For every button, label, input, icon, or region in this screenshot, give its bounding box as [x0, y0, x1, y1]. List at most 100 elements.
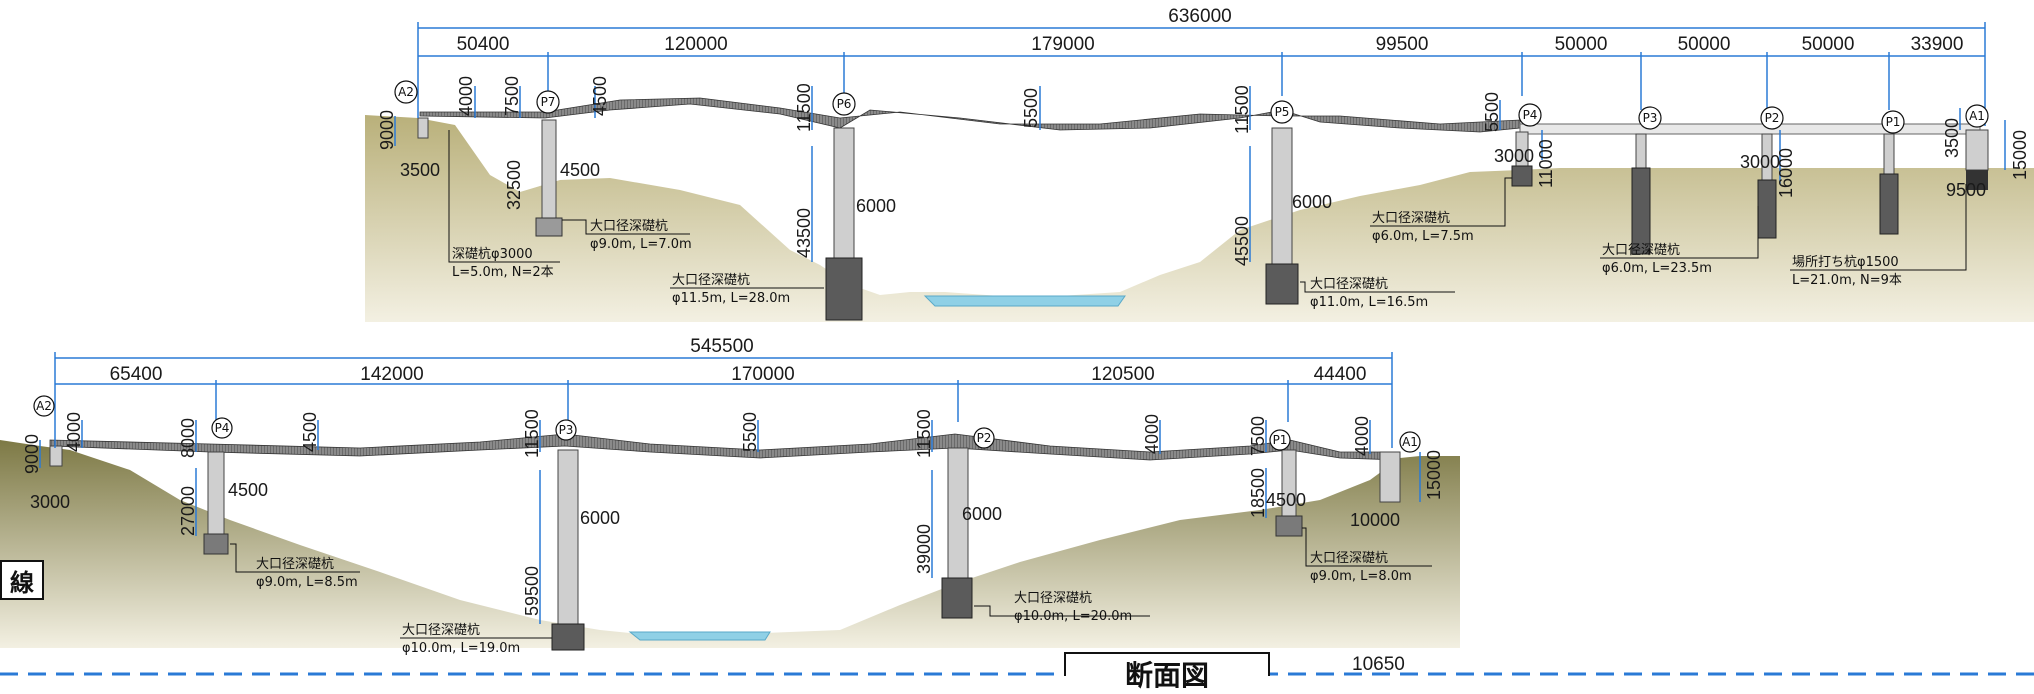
upper-support-label-p6: P6 [837, 97, 852, 111]
upper-found-p7-spec: φ9.0m, L=7.0m [590, 237, 692, 252]
lower-river [628, 631, 771, 641]
lower-dim-p1-top: 7500 [1248, 416, 1268, 456]
upper-found-p2-type: 大口径深礎杭 [1602, 243, 1680, 258]
lower-dim-a2-height: 9000 [22, 434, 42, 474]
lower-found-p2-spec: φ10.0m, L=20.0m [1014, 609, 1132, 624]
upper-dim-p5-height: 45500 [1232, 216, 1252, 266]
upper-dim-p6-height: 43500 [794, 208, 814, 258]
lower-dim-p2-width: 6000 [962, 504, 1002, 524]
upper-span-6: 50000 [1678, 34, 1731, 55]
upper-girder [419, 97, 1521, 133]
upper-pier-p7-footing [535, 217, 563, 237]
upper-abutment-a1 [1965, 129, 1989, 171]
lower-dim-p4-girder: 4000 [64, 412, 84, 452]
upper-found-p7-type: 大口径深礎杭 [590, 219, 668, 234]
upper-dim-a1-height: 15000 [2010, 130, 2030, 180]
upper-pier-p1-footing [1879, 173, 1899, 235]
lower-found-p3-spec: φ10.0m, L=19.0m [402, 641, 520, 656]
upper-dim-p4-height: 11000 [1536, 139, 1556, 188]
upper-pier-p5 [1271, 127, 1293, 265]
upper-support-markers [394, 80, 1989, 134]
lower-dimension-lines [54, 352, 1393, 448]
lower-dim-mid-span: 5500 [740, 412, 760, 452]
upper-span-8: 33900 [1911, 34, 1964, 55]
lower-found-p3-type: 大口径深礎杭 [402, 623, 480, 638]
lower-found-p1-spec: φ9.0m, L=8.0m [1310, 569, 1412, 584]
bottom-dimension: 10650 [1352, 654, 1405, 675]
upper-support-label-p7: P7 [541, 95, 556, 109]
upper-support-label-p5: P5 [1275, 105, 1290, 119]
lower-found-p2-type: 大口径深礎杭 [1014, 591, 1092, 606]
upper-pier-p4-footing [1511, 165, 1533, 187]
lower-dim-p4-width: 4500 [228, 480, 268, 500]
bridge-elevation-drawing: A2 P7 P6 P5 P4 P3 P2 P1 A1 636000 50400 … [0, 6, 2034, 676]
upper-found-p6-type: 大口径深礎杭 [672, 273, 750, 288]
upper-dim-a1-top: 3500 [1942, 118, 1962, 158]
upper-found-p4-spec: φ6.0m, L=7.5m [1372, 229, 1474, 244]
upper-found-p6-spec: φ11.5m, L=28.0m [672, 291, 790, 306]
upper-found-a1-spec: L=21.0m, N=9本 [1792, 273, 1902, 288]
upper-dimension-lines [417, 22, 1986, 126]
lower-dim-p1-height: 18500 [1248, 468, 1268, 518]
lower-dim-p3-height: 59500 [522, 566, 542, 616]
upper-pier-p3-footing [1631, 167, 1651, 255]
lower-support-label-a2: A2 [36, 399, 52, 413]
upper-dim-p7-after: 4500 [590, 76, 610, 116]
upper-found-a2-spec: L=5.0m, N=2本 [452, 265, 554, 280]
upper-span-7: 50000 [1802, 34, 1855, 55]
lower-pier-a2 [49, 445, 63, 467]
upper-support-label-p1: P1 [1886, 115, 1901, 129]
upper-dim-p7-top: 7500 [502, 76, 522, 116]
lower-pier-p1-footing [1275, 515, 1303, 537]
upper-found-a1-type: 場所打ち杭φ1500 [1792, 255, 1899, 270]
upper-dim-p7-height: 32500 [504, 160, 524, 210]
upper-total-span: 636000 [1168, 6, 1231, 27]
lower-span-1: 65400 [110, 364, 163, 385]
lower-support-label-p1: P1 [1273, 433, 1288, 447]
lower-dim-p2-after: 4000 [1142, 414, 1162, 454]
section-label-box: 断面図 [1064, 652, 1270, 692]
lower-dim-p4-after: 4500 [300, 412, 320, 452]
lower-dim-a1-top: 4000 [1352, 416, 1372, 456]
left-label-box: 線 [0, 560, 44, 600]
lower-dim-p1-width: 4500 [1266, 490, 1306, 510]
upper-ground [365, 115, 2034, 322]
upper-span-5: 50000 [1555, 34, 1608, 55]
upper-dim-p4-top: 5500 [1482, 92, 1502, 132]
lower-dim-a2-width: 3000 [30, 492, 70, 512]
upper-dim-mid-span: 5500 [1021, 88, 1041, 128]
lower-support-label-p4: P4 [215, 421, 230, 435]
lower-dim-p4-top: 8000 [178, 418, 198, 458]
upper-pier-p5-footing [1265, 263, 1299, 305]
upper-steel-girder [1519, 123, 1981, 135]
upper-found-p4-type: 大口径深礎杭 [1372, 211, 1450, 226]
lower-pier-p2-footing [941, 577, 973, 619]
upper-support-label-a1: A1 [1969, 109, 1985, 123]
lower-pier-p3-footing [551, 623, 585, 651]
lower-dim-a1-width: 10000 [1350, 510, 1400, 530]
lower-dim-p4-height: 27000 [178, 486, 198, 536]
lower-span-2: 142000 [360, 364, 423, 385]
upper-pier-p6-footing [825, 257, 863, 321]
upper-pier-p6 [833, 127, 855, 259]
upper-pier-p3 [1635, 133, 1647, 169]
upper-dim-p2-height: 16000 [1776, 148, 1796, 198]
upper-pier-a2 [417, 117, 429, 139]
lower-span-4: 120500 [1091, 364, 1154, 385]
lower-bridge: A2 P4 P3 P2 P1 A1 545500 65400 142000 17… [0, 336, 1460, 656]
lower-dim-p2-top: 11500 [914, 409, 934, 458]
upper-span-4: 99500 [1376, 34, 1429, 55]
upper-support-label-p3: P3 [1643, 111, 1658, 125]
upper-vertical-dims [394, 86, 2006, 262]
lower-ground [0, 440, 1460, 648]
upper-pier-p7 [541, 119, 557, 219]
upper-support-label-a2: A2 [398, 85, 414, 99]
upper-found-p5-type: 大口径深礎杭 [1310, 277, 1388, 292]
upper-bridge: A2 P7 P6 P5 P4 P3 P2 P1 A1 636000 50400 … [365, 6, 2034, 322]
upper-abutment-a1-piles [1966, 170, 1988, 190]
lower-support-markers [33, 395, 1421, 453]
upper-piers [417, 117, 1989, 321]
upper-dim-p7-width: 4500 [560, 160, 600, 180]
upper-dim-p6-width: 6000 [856, 196, 896, 216]
upper-dim-p2-width: 3000 [1740, 152, 1780, 172]
